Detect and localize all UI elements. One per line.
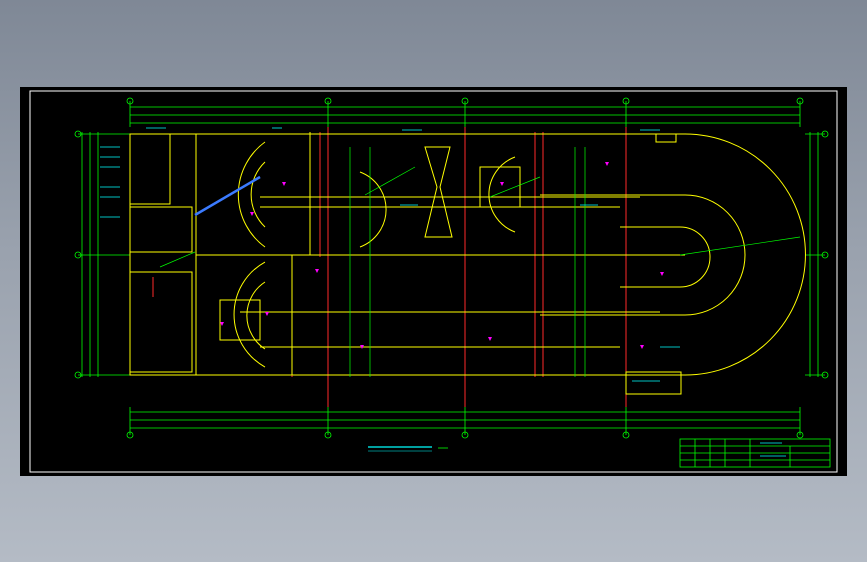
- level-marker-icon: [220, 322, 224, 326]
- axis-bubble-icon: [126, 431, 134, 439]
- axis-bubble-icon: [821, 130, 829, 138]
- level-marker-icon: [360, 345, 364, 349]
- axis-bubble-icon: [622, 97, 630, 105]
- axis-bubble-icon: [622, 431, 630, 439]
- top-dimension-lines: [129, 101, 801, 127]
- axis-bubble-icon: [796, 97, 804, 105]
- axis-bubble-icon: [324, 431, 332, 439]
- caption: [368, 446, 448, 452]
- plan-drawing: [29, 90, 838, 473]
- level-marker-icon: [488, 337, 492, 341]
- level-marker-icon: [605, 162, 609, 166]
- level-markers: [220, 162, 664, 349]
- axis-bubble-icon: [324, 97, 332, 105]
- drawing-frame: [29, 90, 838, 473]
- inlet-pipe: [194, 175, 261, 217]
- red-axis-lines: [152, 127, 627, 407]
- left-dimension-lines: [78, 132, 130, 377]
- bottom-dimension-lines: [129, 407, 801, 435]
- level-marker-icon: [660, 272, 664, 276]
- axis-bubble-icon: [461, 431, 469, 439]
- axis-bubble-icon: [74, 130, 82, 138]
- axis-bubble-icon: [126, 97, 134, 105]
- cad-text-marks: [100, 127, 680, 382]
- tank-walls: [129, 132, 806, 395]
- axis-bubbles: [74, 97, 829, 439]
- title-block-text-marks: [760, 442, 786, 457]
- level-marker-icon: [265, 312, 269, 316]
- axis-bubble-icon: [74, 251, 82, 259]
- cad-viewport[interactable]: [20, 87, 847, 476]
- title-block: [679, 438, 831, 468]
- level-marker-icon: [315, 269, 319, 273]
- level-marker-icon: [282, 182, 286, 186]
- level-marker-icon: [500, 182, 504, 186]
- axis-bubble-icon: [821, 251, 829, 259]
- level-marker-icon: [250, 212, 254, 216]
- axis-bubble-icon: [74, 371, 82, 379]
- leader-lines: [159, 147, 801, 377]
- level-marker-icon: [640, 345, 644, 349]
- axis-bubble-icon: [796, 431, 804, 439]
- axis-bubble-icon: [461, 97, 469, 105]
- axis-bubble-icon: [821, 371, 829, 379]
